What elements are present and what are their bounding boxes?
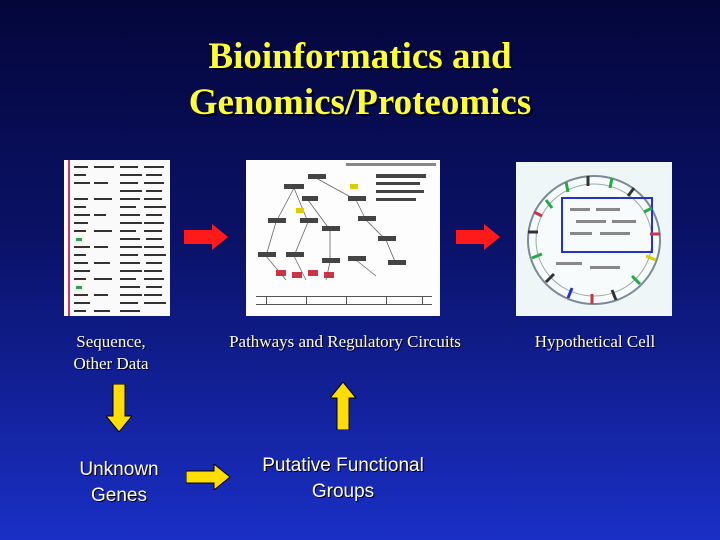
- unknown-genes-label: Unknown Genes: [54, 457, 184, 509]
- pathway-diagram-image: [246, 160, 440, 316]
- unknown-label-line-2: Genes: [91, 485, 147, 506]
- sequence-label-line-1: Sequence,: [76, 332, 146, 351]
- putative-label-line-1: Putative Functional: [262, 455, 424, 476]
- right-arrow-red-2: [456, 224, 500, 250]
- pathways-label-text: Pathways and Regulatory Circuits: [229, 332, 461, 351]
- sequence-label: Sequence, Other Data: [46, 331, 176, 375]
- title-line-1: Bioinformatics and: [208, 36, 512, 77]
- sequence-data-image: [64, 160, 170, 316]
- hypothetical-cell-image: [516, 162, 672, 316]
- sequence-label-line-2: Other Data: [73, 354, 149, 373]
- unknown-label-line-1: Unknown: [79, 459, 159, 480]
- up-arrow-yellow: [330, 382, 356, 430]
- down-arrow-yellow: [106, 384, 132, 432]
- putative-label-line-2: Groups: [311, 481, 375, 502]
- pathways-label: Pathways and Regulatory Circuits: [190, 331, 500, 353]
- cell-label-text: Hypothetical Cell: [534, 332, 656, 351]
- slide-title: Bioinformatics and Genomics/Proteomics: [0, 34, 720, 126]
- title-line-2: Genomics/Proteomics: [188, 82, 532, 123]
- right-arrow-red-1: [184, 224, 228, 250]
- cell-label: Hypothetical Cell: [510, 331, 680, 353]
- right-arrow-yellow: [186, 464, 230, 490]
- putative-groups-label: Putative Functional Groups: [236, 453, 450, 505]
